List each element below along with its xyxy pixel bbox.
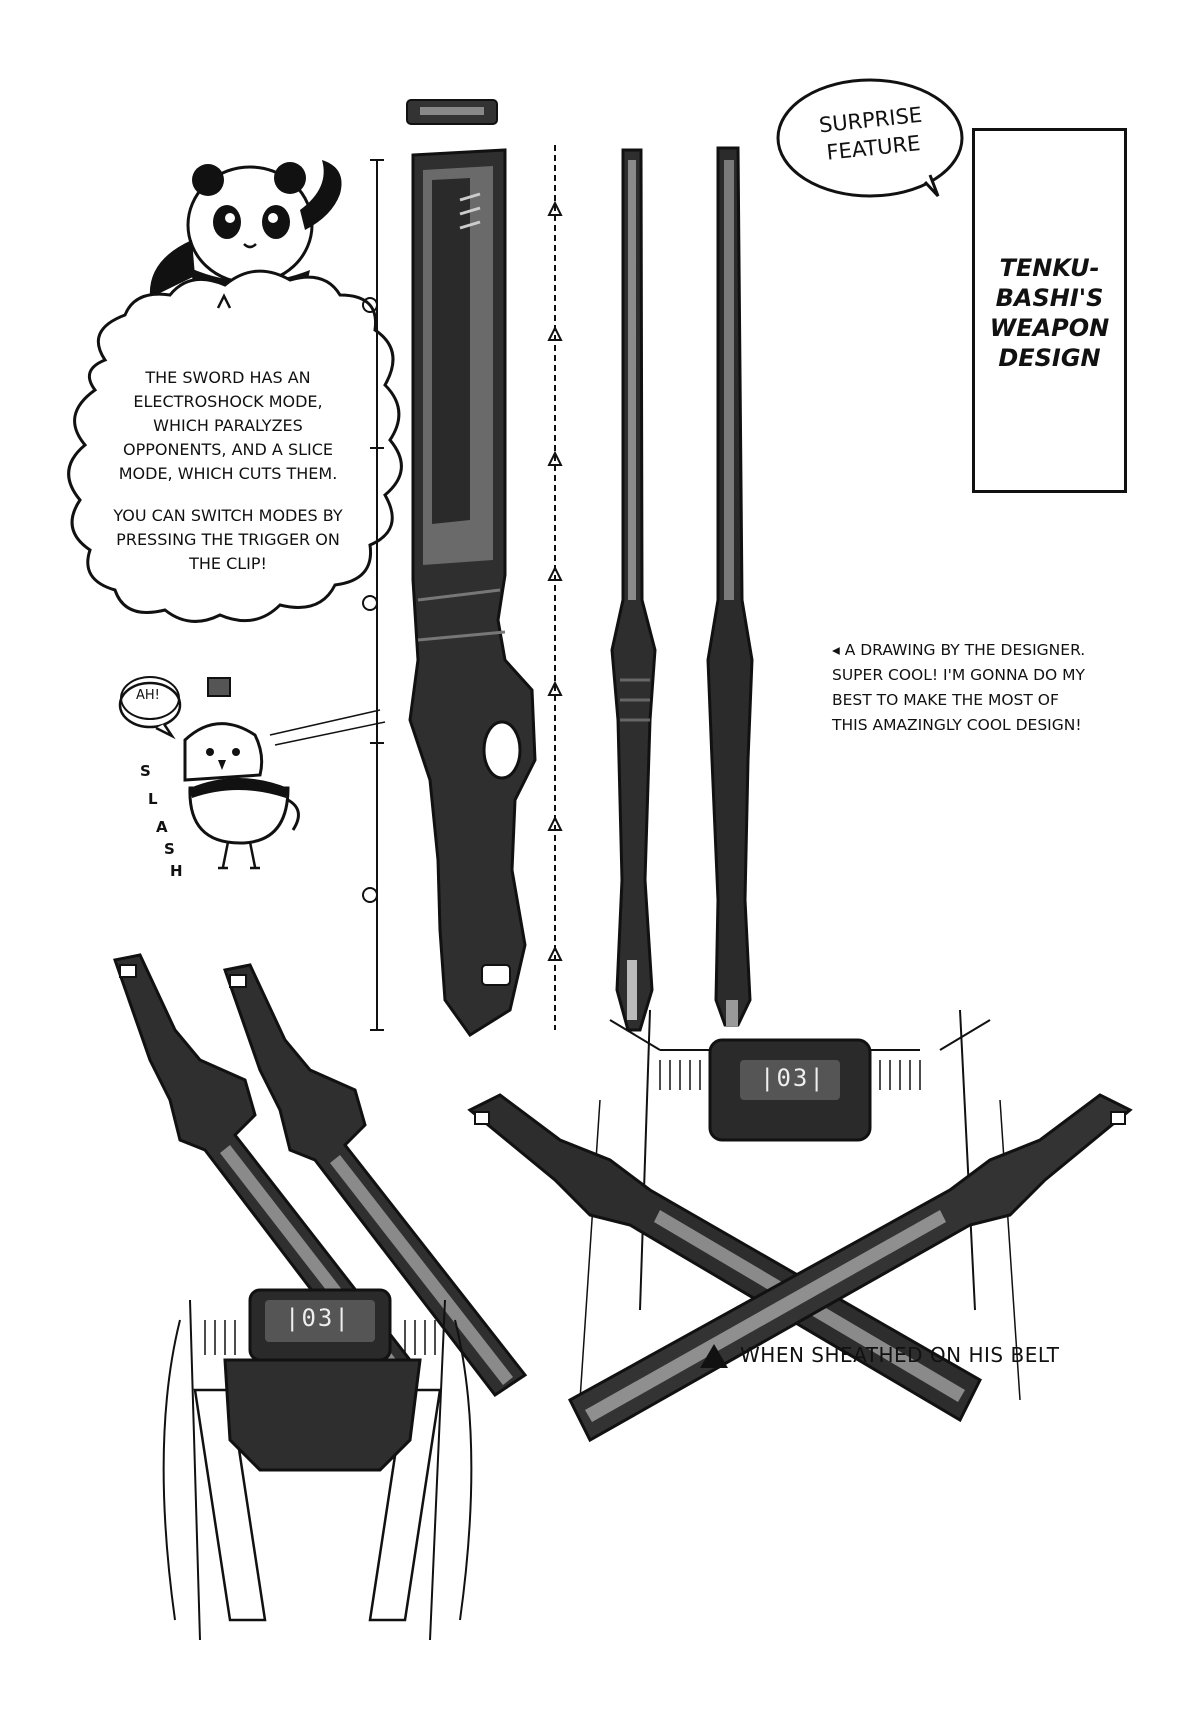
cloud-paragraph-2: YOU CAN SWITCH MODES BY PRESSING THE TRI… — [113, 506, 343, 573]
surprise-bubble — [776, 78, 964, 198]
belt-back-view — [162, 1288, 473, 1641]
triangle-icon — [700, 1344, 728, 1368]
ah-bubble — [120, 676, 180, 720]
slash-sfx-1: S — [140, 762, 151, 780]
slash-sfx-3: A — [156, 818, 168, 836]
slash-sfx-5: H — [170, 862, 183, 880]
speech-cloud — [67, 269, 403, 623]
measure-rule-left — [362, 159, 384, 1031]
belt-code-left: |03| — [285, 1304, 351, 1332]
sword-clip-part — [406, 99, 498, 125]
page-title: TENKU- BASHI'S WEAPON DESIGN — [989, 254, 1110, 372]
belt-code-right: |03| — [760, 1064, 826, 1092]
title-box: TENKU- BASHI'S WEAPON DESIGN — [972, 128, 1127, 493]
cloud-paragraph-1: THE SWORD HAS AN ELECTROSHOCK MODE, WHIC… — [118, 368, 338, 483]
sword-side-view-1 — [610, 148, 657, 1032]
designer-note: ◂ A DRAWING BY THE DESIGNER. SUPER COOL!… — [832, 641, 1086, 734]
sheathed-caption: WHEN SHEATHED ON HIS BELT — [740, 1343, 1060, 1367]
sword-front-view — [408, 148, 537, 1038]
slash-sfx-4: S — [164, 840, 175, 858]
measure-rule-right — [547, 145, 563, 1030]
ah-exclamation: AH! — [136, 688, 160, 703]
cloud-explanation: THE SWORD HAS AN ELECTROSHOCK MODE, WHIC… — [108, 366, 348, 594]
sword-diagonal-b — [223, 963, 528, 1398]
sword-side-view-2 — [706, 146, 754, 1027]
slash-sfx-2: L — [148, 790, 158, 808]
